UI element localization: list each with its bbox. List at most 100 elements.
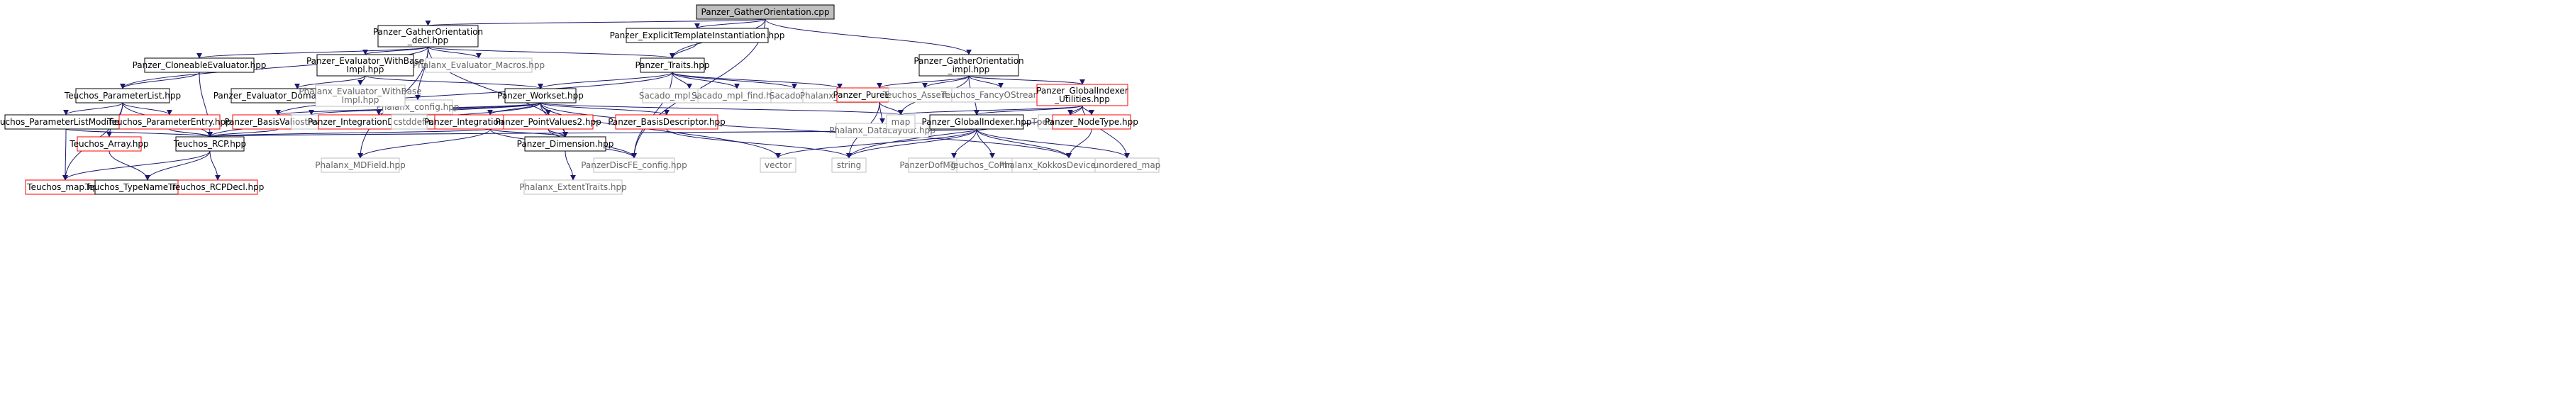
node-phx_extent: Phalanx_ExtentTraits.hpp — [519, 179, 627, 195]
node-nodetype[interactable]: Panzer_NodeType.hpp — [1045, 114, 1138, 130]
node-cstddef-box — [391, 114, 428, 130]
edge-rcp-to-typename — [145, 150, 211, 181]
edge-plmod-to-rcp — [65, 128, 213, 138]
node-pv2-box — [503, 114, 594, 130]
edge-workset-to-vector — [540, 102, 781, 159]
edge-nodetype-to-kokkos — [1066, 128, 1092, 159]
node-sac_find: Sacado_mpl_find.hpp — [692, 88, 782, 104]
edge-traits-to-phx_traits — [672, 72, 843, 89]
edge-evalwb-to-domain_if — [294, 75, 366, 89]
node-t_assert-label: Teuchos_Assert.hpp — [882, 90, 967, 100]
node-gi_util-label: _Utilities.hpp — [1054, 94, 1110, 104]
node-string: string — [831, 157, 867, 173]
node-phx_layout: Phalanx_DataLayout.hpp — [829, 123, 936, 138]
node-eti[interactable]: Panzer_ExplicitTemplateInstantiation.hpp — [610, 28, 785, 43]
node-nodetype-box — [1052, 114, 1131, 130]
edge-root-to-decl — [426, 18, 766, 26]
node-evalwb-label: Panzer_Evaluator_WithBase — [306, 56, 424, 66]
edge-iv2-to-rcp — [207, 128, 491, 138]
node-phx_macros: Phalanx_Evaluator_Macros.hpp — [413, 57, 545, 73]
node-phx_evalwb-box — [315, 84, 406, 107]
node-gi_util[interactable]: Panzer_GlobalIndexer_Utilities.hpp — [1036, 84, 1128, 106]
node-evalwb-box — [316, 54, 414, 77]
edge-evalwb-to-workset — [365, 75, 543, 89]
edge-dimension-to-phx_extent — [565, 150, 576, 181]
node-string-label: string — [837, 160, 861, 170]
node-paramentry-label: Teuchos_ParameterEntry.hpp — [107, 117, 231, 127]
edge-cloneable-to-paramlist — [120, 72, 200, 89]
node-mdfield-box — [321, 157, 400, 173]
edge-traits-to-workset — [538, 72, 673, 89]
node-mdfield-label: Phalanx_MDField.hpp — [315, 160, 406, 170]
edge-gindexer-to-unordered — [976, 128, 1130, 159]
node-decl-label: Panzer_GatherOrientation — [373, 27, 483, 37]
node-t_array-box — [77, 136, 142, 152]
edge-impl-to-t_assert — [922, 75, 970, 89]
node-t_map[interactable]: Teuchos_map.hpp — [25, 179, 106, 195]
node-t_array[interactable]: Teuchos_Array.hpp — [69, 136, 149, 152]
node-decl[interactable]: Panzer_GatherOrientation_decl.hpp — [373, 25, 483, 47]
node-traits-box — [640, 57, 705, 73]
node-traits[interactable]: Panzer_Traits.hpp — [635, 57, 710, 73]
node-t_fancy-label: Teuchos_FancyOStream.hpp — [940, 90, 1060, 100]
edge-gindexer-to-vector — [775, 128, 977, 159]
node-nodetype-label: Panzer_NodeType.hpp — [1045, 117, 1138, 127]
node-gindexer[interactable]: Panzer_GlobalIndexer.hpp — [921, 114, 1032, 130]
edge-decl-to-evalwb — [362, 46, 428, 55]
node-impl[interactable]: Panzer_GatherOrientation_impl.hpp — [914, 54, 1024, 77]
node-layer: Panzer_GatherOrientation.cppPanzer_Gathe… — [0, 4, 1160, 195]
node-plmod-label: Teuchos_ParameterListModifier.hpp — [0, 117, 141, 127]
edge-layer — [62, 18, 1130, 181]
edge-basisdesc-to-string — [666, 128, 852, 159]
node-rcpdecl[interactable]: Teuchos_RCPDecl.hpp — [171, 179, 265, 195]
edge-plmod-to-t_map — [62, 128, 69, 181]
node-eti-label: Panzer_ExplicitTemplateInstantiation.hpp — [610, 30, 785, 40]
edge-traits-to-sac_find — [672, 72, 740, 89]
node-rcp[interactable]: Teuchos_RCP.hpp — [173, 136, 246, 152]
node-vector: vector — [760, 157, 796, 173]
node-discfe-box — [593, 157, 675, 173]
edge-root-to-impl — [765, 18, 972, 55]
edge-workset-to-basisdesc — [540, 102, 670, 116]
edge-evalwb-to-phx_evalwb — [357, 75, 366, 86]
edge-gindexer-to-string — [846, 128, 977, 159]
node-vector-label: vector — [765, 160, 792, 170]
node-discfe: PanzerDiscFE_config.hpp — [581, 157, 687, 173]
node-phx_evalwb-label: Phalanx_Evaluator_WithBase — [299, 86, 421, 96]
node-basisdesc[interactable]: Panzer_BasisDescriptor.hpp — [608, 114, 726, 130]
node-eti-box — [626, 28, 769, 43]
edge-paramlist-to-paramentry — [122, 102, 172, 116]
node-root-box — [696, 4, 835, 20]
node-workset[interactable]: Panzer_Workset.hpp — [497, 88, 584, 104]
node-dimension-label: Panzer_Dimension.hpp — [517, 139, 614, 149]
node-phx_macros-box — [425, 57, 533, 73]
edge-decl-to-traits — [428, 46, 675, 59]
node-decl-box — [377, 25, 479, 47]
node-paramentry-box — [118, 114, 221, 130]
node-unordered-box — [1094, 157, 1160, 173]
node-root[interactable]: Panzer_GatherOrientation.cpp — [696, 4, 835, 20]
node-phx_extent-box — [523, 179, 623, 195]
edge-gi_util-to-string — [846, 105, 1083, 159]
node-paramlist[interactable]: Teuchos_ParameterList.hpp — [64, 88, 181, 104]
node-cloneable[interactable]: Panzer_CloneableEvaluator.hpp — [133, 57, 267, 73]
node-dimension[interactable]: Panzer_Dimension.hpp — [517, 136, 614, 152]
edge-traits-to-sac_vec — [672, 72, 692, 89]
node-gi_util-label: Panzer_GlobalIndexer — [1036, 86, 1128, 96]
edge-impl-to-t_fancy — [968, 75, 1004, 89]
node-mdfield: Phalanx_MDField.hpp — [315, 157, 406, 173]
node-vector-box — [760, 157, 796, 173]
node-decl-label: _decl.hpp — [407, 35, 449, 45]
node-root-label: Panzer_GatherOrientation.cpp — [701, 7, 830, 17]
node-t_assert: Teuchos_Assert.hpp — [882, 87, 967, 103]
node-sac_find-label: Sacado_mpl_find.hpp — [692, 91, 782, 101]
node-paramentry[interactable]: Teuchos_ParameterEntry.hpp — [107, 114, 231, 130]
edge-root-to-eti — [694, 18, 766, 29]
edge-impl-to-gi_util — [968, 75, 1085, 85]
node-pv2[interactable]: Panzer_PointValues2.hpp — [495, 114, 601, 130]
node-t_array-label: Teuchos_Array.hpp — [69, 139, 148, 149]
node-t_fancy: Teuchos_FancyOStream.hpp — [940, 87, 1060, 103]
